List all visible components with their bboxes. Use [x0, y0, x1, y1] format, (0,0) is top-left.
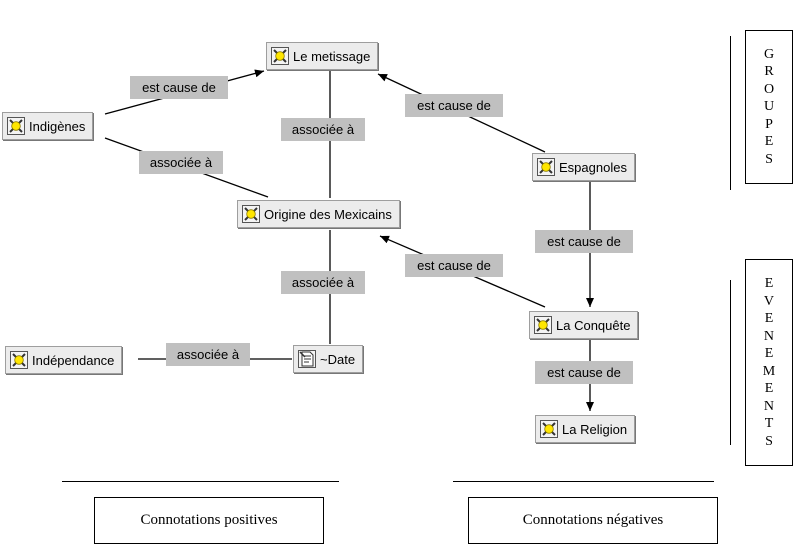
positive-divider	[62, 481, 339, 482]
link-label-espagnoles-metissage[interactable]: est cause de	[405, 94, 503, 117]
positive-connotations-label: Connotations positives	[140, 512, 278, 528]
node-la-religion[interactable]: La Religion	[535, 415, 636, 443]
negative-divider	[453, 481, 714, 482]
positive-connotations-box: Connotations positives	[94, 497, 324, 544]
negative-connotations-box: Connotations négatives	[468, 497, 718, 544]
legend-letter: E	[764, 276, 774, 291]
legend-letter: O	[763, 81, 775, 97]
node-indigenes[interactable]: Indigènes	[2, 112, 94, 140]
legend-letter: E	[764, 311, 774, 326]
legend-letter: U	[763, 99, 775, 115]
legend-letter: N	[763, 398, 775, 414]
concept-star-icon	[540, 420, 558, 438]
link-label-conquete-religion[interactable]: est cause de	[535, 361, 633, 384]
link-label-independance-date[interactable]: associée à	[166, 343, 250, 366]
node-label: La Religion	[562, 421, 628, 437]
node-label: Indigènes	[29, 118, 86, 134]
node-date[interactable]: ~Date	[293, 345, 364, 373]
node-label: Indépendance	[32, 352, 115, 368]
node-independance[interactable]: Indépendance	[5, 346, 123, 374]
node-label: Le metissage	[293, 48, 371, 64]
legend-letter: N	[763, 328, 775, 344]
legend-letter: R	[764, 64, 774, 80]
legend-letter: E	[764, 346, 774, 361]
link-label-conquete-origine[interactable]: est cause de	[405, 254, 503, 277]
legend-letter: G	[763, 46, 775, 62]
legend-letter: P	[765, 116, 773, 132]
concept-star-icon	[534, 316, 552, 334]
concept-star-icon	[537, 158, 555, 176]
node-le-metissage[interactable]: Le metissage	[266, 42, 379, 70]
link-label-indigenes-metissage[interactable]: est cause de	[130, 76, 228, 99]
legend-letter: E	[764, 381, 774, 396]
node-la-conquete[interactable]: La Conquête	[529, 311, 639, 339]
node-espagnoles[interactable]: Espagnoles	[532, 153, 635, 181]
link-label-origine-metissage[interactable]: associée à	[281, 118, 365, 141]
concept-star-icon	[242, 205, 260, 223]
legend-letter: S	[765, 151, 773, 167]
node-label: Espagnoles	[559, 159, 627, 175]
concept-star-icon	[271, 47, 289, 65]
legend-letter: T	[764, 416, 774, 431]
legend-letter: E	[764, 134, 774, 150]
legend-letter: V	[763, 293, 775, 309]
link-label-indigenes-origine[interactable]: associée à	[139, 151, 223, 174]
concept-star-icon	[7, 117, 25, 135]
node-label: La Conquête	[556, 317, 631, 333]
concept-star-icon	[10, 351, 28, 369]
date-document-icon	[298, 350, 316, 368]
legend-letter: M	[762, 363, 776, 379]
negative-connotations-label: Connotations négatives	[522, 512, 664, 528]
evenements-divider	[730, 280, 731, 445]
node-origine-des-mexicains[interactable]: Origine des Mexicains	[237, 200, 400, 228]
groupes-divider	[730, 36, 731, 190]
legend-letter: S	[765, 433, 773, 449]
node-label: ~Date	[320, 351, 356, 367]
node-label: Origine des Mexicains	[264, 206, 392, 222]
link-label-espagnoles-conquete[interactable]: est cause de	[535, 230, 633, 253]
link-label-origine-date[interactable]: associée à	[281, 271, 365, 294]
